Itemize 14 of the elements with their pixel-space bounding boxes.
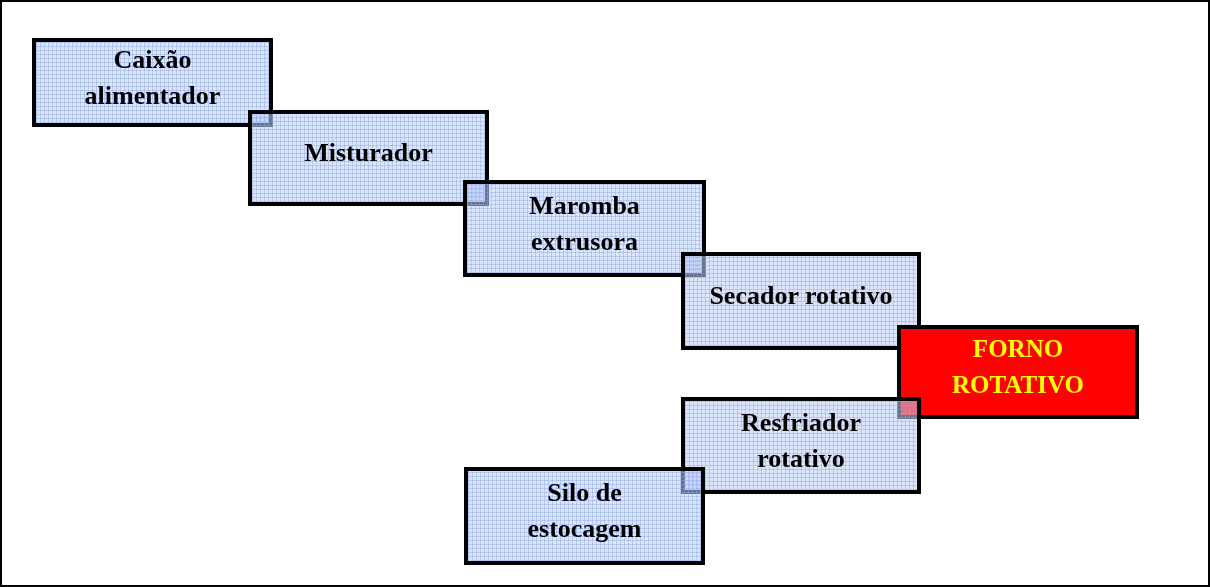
process-box <box>463 180 706 277</box>
node-label: Resfriador rotativo <box>740 406 862 475</box>
node-label: Maromba extrusora <box>528 189 641 258</box>
node-label: Secador rotativo <box>709 280 893 312</box>
process-box <box>681 397 921 494</box>
node-label: FORNO ROTATIVO <box>951 334 1085 400</box>
node-label: Caixão alimentador <box>83 43 222 112</box>
process-box <box>248 110 489 206</box>
node-label: Silo de estocagem <box>526 477 643 545</box>
process-box <box>681 252 921 350</box>
highlighted-process-box <box>897 325 1139 419</box>
node-label: Misturador <box>304 137 433 169</box>
process-box <box>464 467 705 565</box>
process-box <box>32 38 273 127</box>
